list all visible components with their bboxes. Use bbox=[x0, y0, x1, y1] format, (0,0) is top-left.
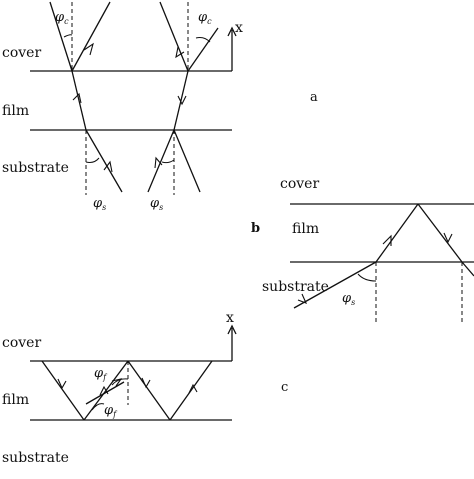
panel-c-label: c bbox=[281, 380, 288, 395]
panel-c-x-axis-label: x bbox=[226, 310, 234, 326]
panel-c-x-axis-arrowhead bbox=[227, 324, 237, 335]
panel-a-label: a bbox=[310, 90, 318, 105]
panel-c-arrow-4 bbox=[141, 377, 151, 389]
panel-a-arrow-1 bbox=[83, 42, 94, 56]
panel-a-right-substrate-ray-out bbox=[173, 129, 201, 193]
panel-b-film-label: film bbox=[292, 221, 319, 237]
panel-c-ray-seg-1 bbox=[41, 360, 85, 421]
panel-b: cover film substrate φs b bbox=[251, 176, 474, 322]
panel-c-angle-arc-f-top bbox=[111, 378, 129, 386]
panel-b-substrate-label: substrate bbox=[262, 279, 329, 295]
panel-a-angle-arc-c-right bbox=[195, 37, 211, 43]
panel-c-arrow-1 bbox=[57, 378, 67, 390]
panel-a-left-incident-ray bbox=[49, 1, 73, 72]
panel-a-arrow-3 bbox=[103, 160, 113, 173]
panel-a-right-substrate-ray-in bbox=[147, 129, 175, 193]
panel-a-angle-arc-s-left bbox=[85, 157, 100, 163]
panel-b-film-ray-up bbox=[375, 203, 419, 263]
panel-c-arrow-2 bbox=[99, 385, 109, 396]
panel-b-arrow-3 bbox=[443, 232, 453, 244]
panel-c-phi-f-top: φf bbox=[94, 366, 108, 382]
panel-b-arrow-1 bbox=[297, 293, 308, 304]
panel-a-phi-c-right: φc bbox=[198, 10, 212, 26]
panel-b-substrate-ray bbox=[293, 261, 377, 309]
panel-b-phi-s: φs bbox=[342, 291, 355, 307]
panel-a-angle-arc-c-left bbox=[63, 34, 73, 38]
panel-a-left-film-ray bbox=[71, 70, 87, 131]
panel-c-cover-label: cover bbox=[2, 335, 41, 351]
panel-c-substrate-label: substrate bbox=[2, 450, 69, 466]
panel-a-substrate-label: substrate bbox=[2, 160, 69, 176]
panel-b-label: b bbox=[251, 221, 260, 236]
panel-a-film-label: film bbox=[2, 103, 29, 119]
panel-c-arrow-5 bbox=[188, 383, 198, 394]
panel-a-left-reflected-ray bbox=[71, 1, 111, 72]
panel-a-phi-s-right: φs bbox=[150, 196, 163, 212]
panel-c: x cover film substrate φf φf c bbox=[2, 310, 288, 466]
panel-c-ray-seg-4 bbox=[169, 360, 213, 421]
panel-a-left-substrate-ray bbox=[85, 129, 123, 193]
panel-a-right-reflected-ray bbox=[187, 27, 219, 72]
panel-a-right-film-ray bbox=[173, 70, 189, 131]
panel-a-arrow-6 bbox=[154, 156, 163, 169]
panel-a-phi-s-left: φs bbox=[93, 196, 106, 212]
panel-b-film-ray-down bbox=[417, 203, 463, 263]
panel-a: x cover film substrate φc φc φs φs bbox=[2, 1, 318, 212]
panel-a-cover-label: cover bbox=[2, 45, 41, 61]
panel-b-cover-label: cover bbox=[280, 176, 319, 192]
panel-a-x-axis-label: x bbox=[235, 20, 243, 36]
panel-b-arrow-2 bbox=[382, 234, 392, 246]
panel-a-right-incident-ray bbox=[159, 1, 189, 72]
panel-a-arrow-2 bbox=[72, 92, 82, 104]
panel-a-x-axis-arrowhead bbox=[227, 26, 237, 37]
panel-a-phi-c-left: φc bbox=[55, 10, 69, 26]
panel-a-arrow-5 bbox=[177, 95, 187, 106]
panel-b-film-ray-continue bbox=[461, 261, 474, 277]
panel-a-arrow-4 bbox=[175, 46, 185, 59]
panel-b-angle-arc-s bbox=[357, 273, 377, 282]
panel-c-ray-seg-3 bbox=[127, 360, 171, 421]
panel-c-angle-arc-f-bottom bbox=[91, 403, 105, 411]
panel-c-phi-f-bottom: φf bbox=[104, 403, 118, 419]
panel-a-angle-arc-s-right bbox=[161, 159, 175, 164]
panel-c-ray-partial bbox=[85, 381, 125, 405]
panel-c-film-label: film bbox=[2, 392, 29, 408]
